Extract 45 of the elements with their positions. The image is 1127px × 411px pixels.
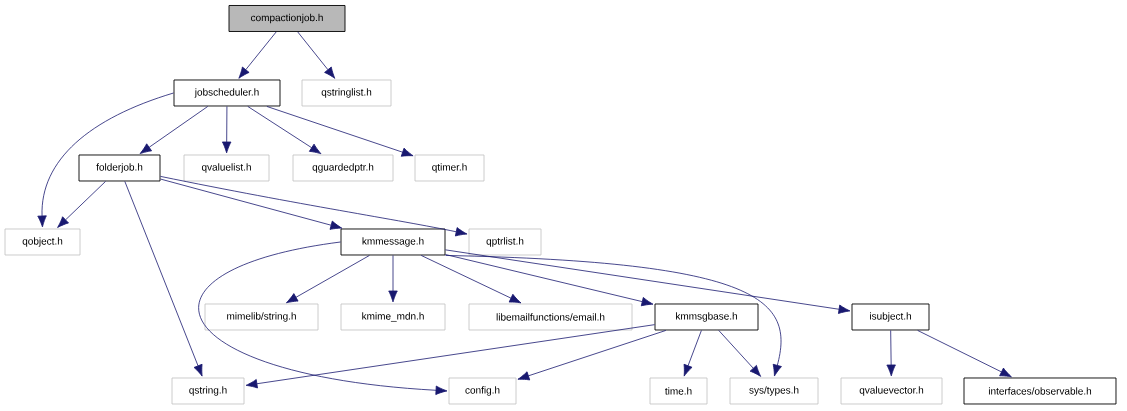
header-file-box: qvaluevector.h bbox=[840, 377, 943, 405]
header-file-box: jobscheduler.h bbox=[173, 79, 281, 107]
header-file-box: kmime_mdn.h bbox=[340, 303, 446, 331]
arrow bbox=[718, 330, 762, 377]
arrow bbox=[388, 255, 398, 303]
arrow bbox=[247, 106, 322, 155]
header-file-box: interfaces/observable.h bbox=[963, 377, 1117, 405]
arrow bbox=[517, 330, 667, 381]
arrow bbox=[37, 92, 174, 228]
header-file-box: libemailfunctions/email.h bbox=[468, 303, 633, 331]
header-file-box: qobject.h bbox=[4, 228, 81, 256]
header-file-box: isubject.h bbox=[851, 303, 930, 331]
header-file-box: time.h bbox=[649, 377, 708, 405]
arrow bbox=[886, 330, 896, 377]
header-file-box: qstringlist.h bbox=[301, 79, 392, 107]
header-file-box: qtimer.h bbox=[414, 154, 485, 182]
arrow bbox=[245, 324, 655, 389]
arrow bbox=[139, 106, 209, 154]
arrow bbox=[445, 254, 654, 307]
arrow bbox=[445, 255, 782, 377]
header-file-box: folderjob.h bbox=[78, 154, 161, 182]
header-file-box: kmmessage.h bbox=[340, 228, 446, 256]
arrow bbox=[297, 31, 336, 79]
header-file-box: mimelib/string.h bbox=[204, 303, 319, 331]
header-file-box: qstring.h bbox=[171, 377, 245, 405]
arrow bbox=[222, 106, 232, 154]
arrow bbox=[420, 255, 522, 304]
arrow bbox=[57, 181, 106, 228]
header-file-box: config.h bbox=[448, 377, 517, 405]
header-file-box: qvaluelist.h bbox=[183, 154, 270, 182]
arrow bbox=[266, 106, 414, 157]
arrow bbox=[917, 330, 1012, 378]
arrow bbox=[198, 241, 448, 395]
arrow bbox=[683, 330, 702, 377]
arrow bbox=[445, 249, 851, 314]
arrow bbox=[124, 181, 203, 377]
arrow bbox=[160, 176, 468, 237]
current-file-box: compactionjob.h bbox=[228, 5, 346, 32]
header-file-box: kmmsgbase.h bbox=[654, 303, 759, 331]
header-file-box: qguardedptr.h bbox=[292, 154, 394, 182]
arrow bbox=[238, 31, 277, 79]
header-file-box: sys/types.h bbox=[729, 377, 819, 405]
arrow bbox=[160, 178, 343, 230]
arrow bbox=[286, 255, 370, 304]
header-file-box: qptrlist.h bbox=[468, 228, 542, 256]
